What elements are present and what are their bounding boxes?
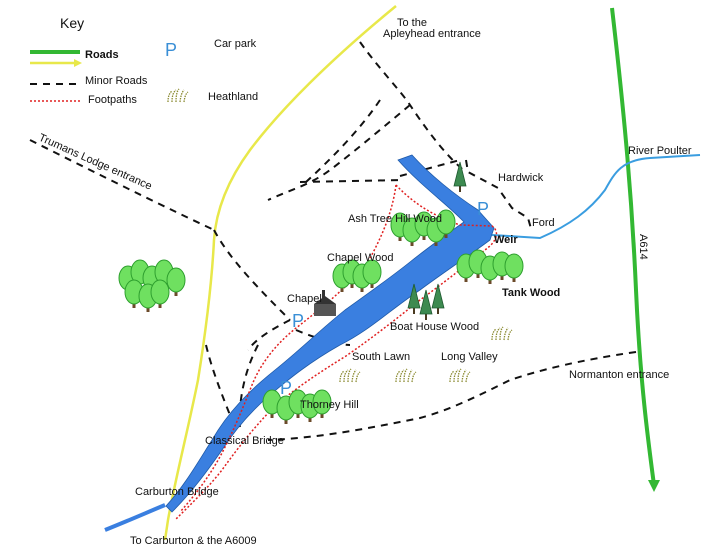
a614-road [610,7,656,486]
label-a614: A614 [637,234,649,260]
lake [165,154,495,513]
label-apleyhead-1: To the [397,17,427,29]
minor-roads [29,41,637,441]
label-ford: Ford [532,217,555,229]
label-chapel: Chapel [287,293,322,305]
key-heathland-icon [167,88,189,103]
key-footpaths-label: Footpaths [88,94,137,106]
key-roads-label: Roads [85,49,119,61]
parking-icon-chapel: P [292,311,304,331]
parking-markers: P P P [280,199,489,398]
label-trumans: Trumans Lodge entrance [37,132,154,193]
label-boat-house-wood: Boat House Wood [390,321,479,333]
label-thorney-hill: Thorney Hill [300,399,359,411]
label-south-lawn: South Lawn [352,351,410,363]
key-car-park-label: Car park [214,38,257,50]
label-classical-bridge: Classical Bridge [205,435,284,447]
chapel-building [314,290,336,316]
key-heathland-label: Heathland [208,91,258,103]
chapel-wood-trees [332,259,382,293]
label-ash-tree-hill-wood: Ash Tree Hill Wood [348,213,442,225]
label-tank-wood: Tank Wood [502,287,560,299]
label-long-valley: Long Valley [441,351,498,363]
river-poulter [491,154,701,240]
label-normanton: Normanton entrance [569,369,669,381]
label-carburton-bridge: Carburton Bridge [135,486,219,498]
parking-icon-weir: P [477,199,489,219]
map-key: Key Roads Minor Roads Footpaths P Car pa… [30,15,258,106]
a614-arrow [648,480,660,492]
key-title: Key [60,15,84,31]
label-chapel-wood: Chapel Wood [327,252,393,264]
key-car-park-icon: P [165,40,177,60]
footpaths [174,184,498,521]
label-hardwick: Hardwick [498,172,544,184]
label-weir: Weir [494,234,518,246]
yellow-road [163,5,397,541]
river-south [104,503,166,532]
label-river-poulter: River Poulter [628,145,692,157]
label-carburton-a6009: To Carburton & the A6009 [130,535,257,547]
trumans-wood [118,259,186,313]
tank-wood-trees [456,249,524,285]
key-minor-roads-label: Minor Roads [85,75,148,87]
parking-icon-thorney: P [280,378,292,398]
label-apleyhead-2: Apleyhead entrance [383,28,481,40]
